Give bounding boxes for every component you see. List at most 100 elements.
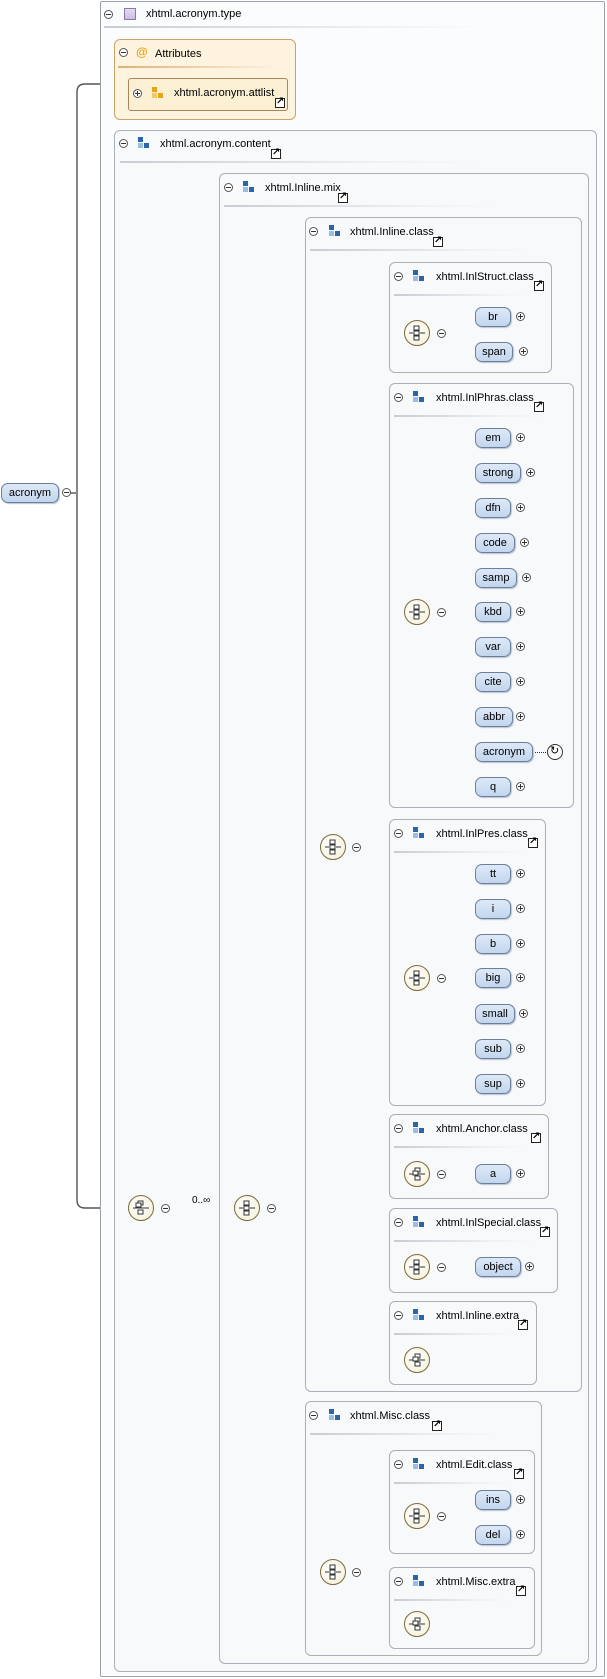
expand-code-icon[interactable]	[520, 538, 529, 547]
element-kbd[interactable]: kbd	[475, 602, 511, 622]
collapse-inline-mix-icon[interactable]	[224, 183, 233, 192]
inline-mix-link-icon[interactable]	[338, 191, 348, 203]
collapse-content-choice-icon[interactable]	[267, 1204, 276, 1213]
anchor-link-icon[interactable]	[531, 1131, 541, 1143]
element-code[interactable]: code	[475, 533, 515, 553]
collapse-misc-extra-icon[interactable]	[394, 1577, 403, 1586]
element-a[interactable]: a	[475, 1164, 511, 1184]
expand-sup-icon[interactable]	[516, 1079, 525, 1088]
content-link-icon[interactable]	[271, 147, 281, 159]
misc-extra-link-icon[interactable]	[516, 1584, 526, 1596]
element-tt[interactable]: tt	[475, 864, 511, 884]
expand-sub-icon[interactable]	[516, 1044, 525, 1053]
element-del[interactable]: del	[475, 1525, 511, 1545]
expand-var-icon[interactable]	[516, 642, 525, 651]
collapse-type-icon[interactable]	[104, 10, 113, 19]
sequence-compositor-inline-extra[interactable]	[404, 1347, 430, 1373]
expand-small-icon[interactable]	[519, 1009, 528, 1018]
expand-b-icon[interactable]	[516, 939, 525, 948]
inlphras-link-icon[interactable]	[534, 400, 544, 412]
inlstruct-link-icon[interactable]	[534, 279, 544, 291]
collapse-content-icon[interactable]	[119, 139, 128, 148]
choice-compositor-inlpres[interactable]	[404, 965, 430, 991]
edit-class-link-icon[interactable]	[514, 1467, 524, 1479]
element-br[interactable]: br	[475, 307, 511, 327]
expand-big-icon[interactable]	[516, 973, 525, 982]
choice-compositor-inlspecial[interactable]	[404, 1254, 430, 1280]
expand-kbd-icon[interactable]	[516, 607, 525, 616]
inline-extra-link-icon[interactable]	[518, 1318, 528, 1330]
collapse-anchor-icon[interactable]	[394, 1124, 403, 1133]
sequence-compositor-main[interactable]	[128, 1195, 154, 1221]
element-ins[interactable]: ins	[475, 1490, 511, 1510]
expand-abbr-icon[interactable]	[516, 712, 525, 721]
expand-samp-icon[interactable]	[522, 573, 531, 582]
collapse-attributes-icon[interactable]	[119, 48, 128, 57]
expand-br-icon[interactable]	[516, 312, 525, 321]
expand-del-icon[interactable]	[516, 1530, 525, 1539]
collapse-edit-class-icon[interactable]	[394, 1460, 403, 1469]
collapse-anchor-sequence-icon[interactable]	[437, 1170, 446, 1179]
element-big[interactable]: big	[475, 968, 511, 988]
element-abbr[interactable]: abbr	[475, 707, 513, 727]
collapse-misc-choice-icon[interactable]	[352, 1568, 361, 1577]
collapse-inline-class-icon[interactable]	[309, 227, 318, 236]
choice-compositor-inlstruct[interactable]	[404, 320, 430, 346]
expand-tt-icon[interactable]	[516, 869, 525, 878]
element-var[interactable]: var	[475, 637, 511, 657]
expand-q-icon[interactable]	[516, 782, 525, 791]
element-em[interactable]: em	[475, 428, 511, 448]
expand-i-icon[interactable]	[516, 904, 525, 913]
element-span[interactable]: span	[475, 342, 513, 362]
element-object[interactable]: object	[475, 1257, 521, 1277]
collapse-inline-extra-icon[interactable]	[394, 1311, 403, 1320]
expand-attlist-icon[interactable]	[133, 89, 142, 98]
choice-compositor-inlphras[interactable]	[404, 599, 430, 625]
collapse-inlphras-choice-icon[interactable]	[437, 608, 446, 617]
choice-compositor-misc[interactable]	[320, 1559, 346, 1585]
element-sub[interactable]: sub	[475, 1039, 511, 1059]
expand-ins-icon[interactable]	[516, 1495, 525, 1504]
expand-strong-icon[interactable]	[526, 468, 535, 477]
choice-compositor-inline-mix[interactable]	[320, 834, 346, 860]
element-cite[interactable]: cite	[475, 672, 511, 692]
element-dfn[interactable]: dfn	[475, 498, 511, 518]
attlist-link-icon[interactable]	[275, 96, 285, 108]
sequence-compositor-anchor[interactable]	[404, 1161, 430, 1187]
collapse-inlstruct-choice-icon[interactable]	[437, 329, 446, 338]
misc-class-link-icon[interactable]	[432, 1419, 442, 1431]
collapse-edit-choice-icon[interactable]	[437, 1512, 446, 1521]
root-element-acronym[interactable]: acronym	[1, 483, 59, 503]
element-small[interactable]: small	[475, 1004, 515, 1024]
choice-compositor-content[interactable]	[234, 1195, 260, 1221]
element-sup[interactable]: sup	[475, 1074, 511, 1094]
collapse-misc-class-icon[interactable]	[309, 1411, 318, 1420]
expand-a-icon[interactable]	[516, 1169, 525, 1178]
expand-cite-icon[interactable]	[516, 677, 525, 686]
collapse-inlspecial-choice-icon[interactable]	[437, 1263, 446, 1272]
collapse-inlpres-choice-icon[interactable]	[437, 974, 446, 983]
inline-class-link-icon[interactable]	[433, 235, 443, 247]
collapse-inlstruct-icon[interactable]	[394, 272, 403, 281]
inlspecial-link-icon[interactable]	[540, 1225, 550, 1237]
element-q[interactable]: q	[475, 777, 511, 797]
element-i[interactable]: i	[475, 899, 511, 919]
collapse-root-icon[interactable]	[62, 488, 71, 497]
collapse-main-sequence-icon[interactable]	[161, 1204, 170, 1213]
element-b[interactable]: b	[475, 934, 511, 954]
expand-object-icon[interactable]	[525, 1262, 534, 1271]
collapse-inlspecial-icon[interactable]	[394, 1218, 403, 1227]
sequence-compositor-misc-extra[interactable]	[404, 1611, 430, 1637]
choice-compositor-edit[interactable]	[404, 1503, 430, 1529]
expand-dfn-icon[interactable]	[516, 503, 525, 512]
expand-span-icon[interactable]	[519, 347, 528, 356]
inlpres-link-icon[interactable]	[528, 836, 538, 848]
expand-em-icon[interactable]	[516, 433, 525, 442]
element-acronym[interactable]: acronym	[475, 742, 533, 762]
collapse-inlpres-icon[interactable]	[394, 829, 403, 838]
collapse-inline-mix-choice-icon[interactable]	[352, 843, 361, 852]
collapse-inlphras-icon[interactable]	[394, 393, 403, 402]
element-strong[interactable]: strong	[475, 463, 521, 483]
element-samp[interactable]: samp	[475, 568, 517, 588]
recursion-icon[interactable]	[547, 744, 563, 760]
